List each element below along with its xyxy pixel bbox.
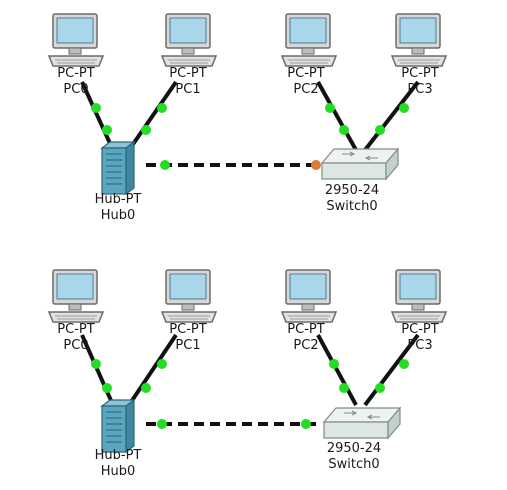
pc-name-label: PC2 [293, 82, 319, 97]
link-light-pc1 [157, 103, 167, 113]
link-light-hub-uplink [160, 160, 170, 170]
pc-name-label: PC2 [293, 338, 319, 353]
pc-type-label: PC-PT [287, 322, 325, 337]
hub-name-label: Hub0 [100, 464, 136, 479]
hub-icon[interactable] [96, 398, 140, 456]
link-light-pc2 [325, 103, 335, 113]
link-light-switch-pc3 [375, 125, 385, 135]
cable-pc0-hub[interactable] [80, 81, 115, 151]
pc-type-label: PC-PT [57, 322, 95, 337]
link-light-switch-pc3 [375, 383, 385, 393]
desktop-pc-icon[interactable] [45, 268, 107, 326]
desktop-pc-icon[interactable] [158, 268, 220, 326]
link-light-hub-pc0 [102, 383, 112, 393]
switch-model-label: 2950-24 [326, 441, 382, 456]
pc-type-label: PC-PT [57, 66, 95, 81]
link-light-switch-uplink-blocking [311, 160, 321, 170]
desktop-pc-icon[interactable] [278, 12, 340, 70]
switch-icon[interactable] [322, 406, 402, 442]
desktop-pc-icon[interactable] [158, 12, 220, 70]
desktop-pc-icon[interactable] [388, 268, 450, 326]
cable-pc3-switch[interactable] [363, 333, 420, 407]
cable-pc2-switch[interactable] [316, 81, 358, 151]
pc-name-label: PC1 [175, 82, 201, 97]
switch-icon[interactable] [320, 147, 400, 183]
link-light-hub-uplink [157, 419, 167, 429]
switch-model-label: 2950-24 [324, 183, 380, 198]
cable-pc0-hub[interactable] [80, 334, 115, 406]
desktop-pc-icon[interactable] [278, 268, 340, 326]
link-light-hub-pc1 [141, 383, 151, 393]
link-light-switch-pc2 [339, 383, 349, 393]
cable-pc3-switch[interactable] [363, 80, 420, 152]
link-light-switch-uplink [301, 419, 311, 429]
link-light-pc3 [399, 103, 409, 113]
switch-name-label: Switch0 [328, 457, 380, 472]
hub-name-label: Hub0 [100, 208, 136, 223]
pc-type-label: PC-PT [169, 322, 207, 337]
topology-b-cables [80, 333, 420, 429]
cable-pc2-switch[interactable] [316, 334, 358, 406]
pc-type-label: PC-PT [287, 66, 325, 81]
link-light-hub-pc1 [141, 125, 151, 135]
pc-type-label: PC-PT [169, 66, 207, 81]
link-light-pc1 [157, 359, 167, 369]
pc-name-label: PC3 [407, 338, 433, 353]
switch-name-label: Switch0 [326, 199, 378, 214]
link-light-pc2 [329, 359, 339, 369]
hub-type-label: Hub-PT [94, 192, 142, 207]
link-light-pc0 [91, 359, 101, 369]
desktop-pc-icon[interactable] [45, 12, 107, 70]
link-light-pc0 [91, 103, 101, 113]
topology-a-cables [80, 80, 420, 170]
pc-name-label: PC0 [63, 82, 89, 97]
link-light-switch-pc2 [339, 125, 349, 135]
pc-type-label: PC-PT [401, 66, 439, 81]
hub-type-label: Hub-PT [94, 448, 142, 463]
desktop-pc-icon[interactable] [388, 12, 450, 70]
cable-pc1-hub[interactable] [127, 80, 178, 152]
link-light-hub-pc0 [102, 125, 112, 135]
pc-name-label: PC1 [175, 338, 201, 353]
link-light-pc3 [399, 359, 409, 369]
hub-icon[interactable] [96, 140, 140, 198]
pc-name-label: PC0 [63, 338, 89, 353]
pc-name-label: PC3 [407, 82, 433, 97]
cable-pc1-hub[interactable] [127, 333, 178, 407]
pc-type-label: PC-PT [401, 322, 439, 337]
